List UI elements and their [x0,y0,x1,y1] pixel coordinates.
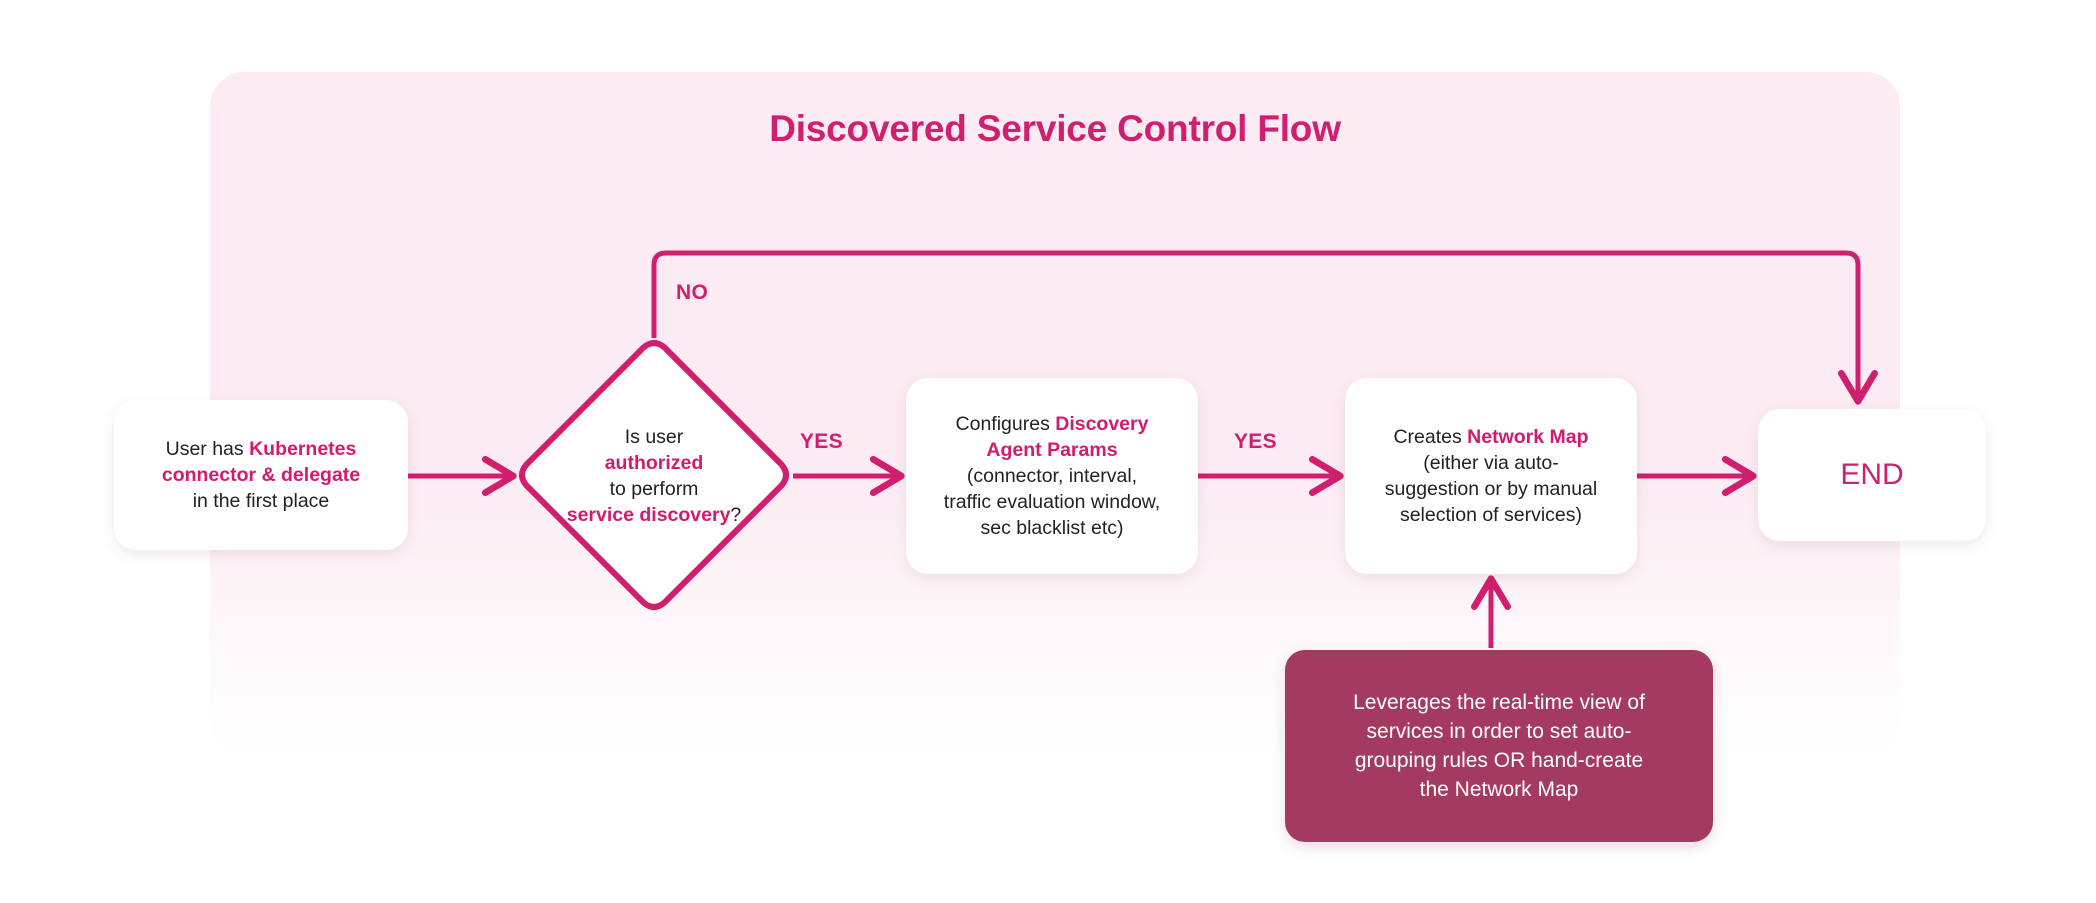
edge-label-no: NO [676,281,709,304]
node-netmap-line4: selection of services) [1399,504,1583,526]
node-start-line1-highlight: Kubernetes [249,438,357,460]
annotation-leverages-real-time-view[interactable]: Leverages the real-time view of services… [1285,650,1713,842]
node-end-label: END [1840,458,1904,491]
node-start-line3: in the first place [192,490,330,512]
node-decision-text: Is user authorized to perform service di… [534,424,774,528]
annotation-line3: grouping rules OR hand-create [1354,749,1644,772]
node-netmap-text: Creates Network Map (either via auto- su… [1371,424,1611,528]
node-config-line2-highlight: Agent Params [986,439,1118,461]
node-config-line3: (connector, interval, [966,465,1138,487]
node-start-text: User has Kubernetes connector & delegate… [148,436,374,514]
node-netmap-line3: suggestion or by manual [1384,478,1598,500]
node-netmap-line2: (either via auto- [1423,452,1559,474]
node-netmap-line1-highlight: Network Map [1467,426,1589,448]
edge-label-yes-second: YES [1234,430,1277,453]
node-config-line1-plain: Configures [955,413,1056,435]
node-config-line4: traffic evaluation window, [943,491,1161,513]
node-decision-line3: to perform [609,478,699,500]
annotation-line1: Leverages the real-time view of [1353,691,1645,714]
edge-label-yes-first: YES [800,430,843,453]
node-start-line2-highlight: connector & delegate [161,464,361,486]
node-creates-network-map[interactable]: Creates Network Map (either via auto- su… [1345,378,1637,574]
node-decision-line4-tail: ? [730,504,742,526]
page-title: Discovered Service Control Flow [769,108,1341,149]
node-start-line1-plain: User has [165,438,250,460]
node-configures-discovery-agent-params[interactable]: Configures Discovery Agent Params (conne… [906,378,1198,574]
node-decision-line2-highlight: authorized [604,452,704,474]
annotation-line4: the Network Map [1419,778,1579,801]
node-config-text: Configures Discovery Agent Params (conne… [930,411,1174,541]
node-config-line5: sec blacklist etc) [980,517,1124,539]
node-end[interactable]: END [1758,409,1986,541]
node-config-line1-highlight: Discovery [1055,413,1149,435]
node-decision-is-user-authorized[interactable]: Is user authorized to perform service di… [519,340,789,612]
node-decision-line4-highlight: service discovery [566,504,731,526]
node-start-user-has-kubernetes[interactable]: User has Kubernetes connector & delegate… [114,400,408,550]
node-netmap-line1-plain: Creates [1393,426,1468,448]
annotation-line2: services in order to set auto- [1366,720,1632,743]
node-decision-line1: Is user [624,426,684,448]
annotation-note-text: Leverages the real-time view of services… [1335,688,1663,804]
decision-diamond-shape [519,340,789,610]
